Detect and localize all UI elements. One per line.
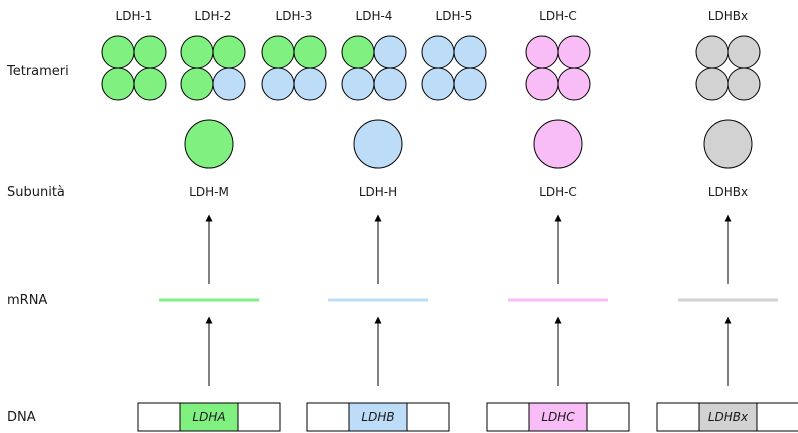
tetramer-subunit-h — [453, 35, 487, 69]
tetramer-ldh-c — [525, 35, 591, 101]
tetramer-subunit-m — [101, 67, 135, 101]
tetramer-subunit-h — [261, 67, 295, 101]
tetramer-subunit-c — [557, 67, 591, 101]
gene-column-ldha: LDH-M LDHA — [137, 119, 281, 432]
tetramer-ldh-5 — [421, 35, 487, 101]
subunit-monomer-ldh-m — [184, 119, 234, 169]
tetramer-subunit-m — [341, 35, 375, 69]
tetramer-subunit-m — [133, 67, 167, 101]
tetramer-ldh-4 — [341, 35, 407, 101]
tetramer-subunit-m — [133, 35, 167, 69]
gene-column-ldhb: LDH-H LDHB — [306, 119, 450, 432]
row-label-subunits: Subunità — [7, 185, 65, 200]
tetramer-subunit-m — [180, 67, 214, 101]
tetramer-ldh-1 — [101, 35, 167, 101]
tetramer-subunit-h — [373, 35, 407, 69]
gene-label: LDHBx — [708, 410, 749, 424]
gene-box-ldha — [179, 402, 239, 432]
tetramer-subunit-h — [293, 67, 327, 101]
isozyme-ldh-1: LDH-1 — [101, 9, 167, 101]
isozyme-ldh-5: LDH-5 — [421, 9, 487, 101]
isozyme-ldh-4: LDH-4 — [341, 9, 407, 101]
subunit-label: LDH-M — [189, 185, 229, 199]
gene-column-ldhc: LDH-C LDHC — [486, 119, 630, 432]
subunit-label: LDHBx — [708, 185, 748, 199]
tetramer-subunit-h — [341, 67, 375, 101]
gene-box-ldhbx — [698, 402, 758, 432]
isozyme-ldh-3: LDH-3 — [261, 9, 327, 101]
subunit-monomer-ldh-c — [533, 119, 583, 169]
tetramer-subunit-x — [695, 35, 729, 69]
row-label-dna: DNA — [7, 410, 36, 425]
tetramer-subunit-x — [695, 67, 729, 101]
subunit-monomer-ldh-h — [353, 119, 403, 169]
row-label-tetramers: Tetrameri — [6, 64, 69, 79]
tetramer-subunit-h — [453, 67, 487, 101]
tetramer-ldh-2 — [180, 35, 246, 101]
isozyme-label: LDH-C — [539, 9, 577, 23]
tetramer-subunit-h — [421, 35, 455, 69]
tetramer-subunit-c — [525, 35, 559, 69]
isozyme-label: LDH-2 — [195, 9, 232, 23]
gene-box-ldhb — [348, 402, 408, 432]
gene-column-ldhbx: LDHBx LDHBx — [656, 119, 798, 432]
isozyme-ldhbx: LDHBx — [695, 9, 761, 101]
gene-box-ldhc — [528, 402, 588, 432]
subunit-label: LDH-C — [539, 185, 577, 199]
isozyme-ldh-2: LDH-2 — [180, 9, 246, 101]
tetramer-ldhbx — [695, 35, 761, 101]
tetramer-subunit-m — [261, 35, 295, 69]
isozyme-label: LDH-5 — [436, 9, 473, 23]
gene-label: LDHB — [361, 410, 394, 424]
tetramer-subunit-h — [212, 67, 246, 101]
tetramer-subunit-c — [525, 67, 559, 101]
isozyme-label: LDHBx — [708, 9, 748, 23]
tetramer-subunit-m — [293, 35, 327, 69]
isozyme-ldh-c: LDH-C — [525, 9, 591, 101]
tetramer-subunit-h — [373, 67, 407, 101]
tetramer-subunit-x — [727, 35, 761, 69]
tetramer-subunit-x — [727, 67, 761, 101]
isozyme-label: LDH-1 — [116, 9, 153, 23]
tetramer-subunit-c — [557, 35, 591, 69]
gene-label: LDHA — [192, 410, 225, 424]
gene-label: LDHC — [541, 410, 575, 424]
tetramer-ldh-3 — [261, 35, 327, 101]
isozyme-label: LDH-3 — [276, 9, 313, 23]
tetramer-subunit-m — [212, 35, 246, 69]
subunit-label: LDH-H — [359, 185, 397, 199]
isozyme-label: LDH-4 — [356, 9, 393, 23]
tetramer-subunit-h — [421, 67, 455, 101]
tetramer-subunit-m — [101, 35, 135, 69]
row-label-mrna: mRNA — [7, 293, 47, 308]
tetramer-subunit-m — [180, 35, 214, 69]
subunit-monomer-ldhbx — [703, 119, 753, 169]
